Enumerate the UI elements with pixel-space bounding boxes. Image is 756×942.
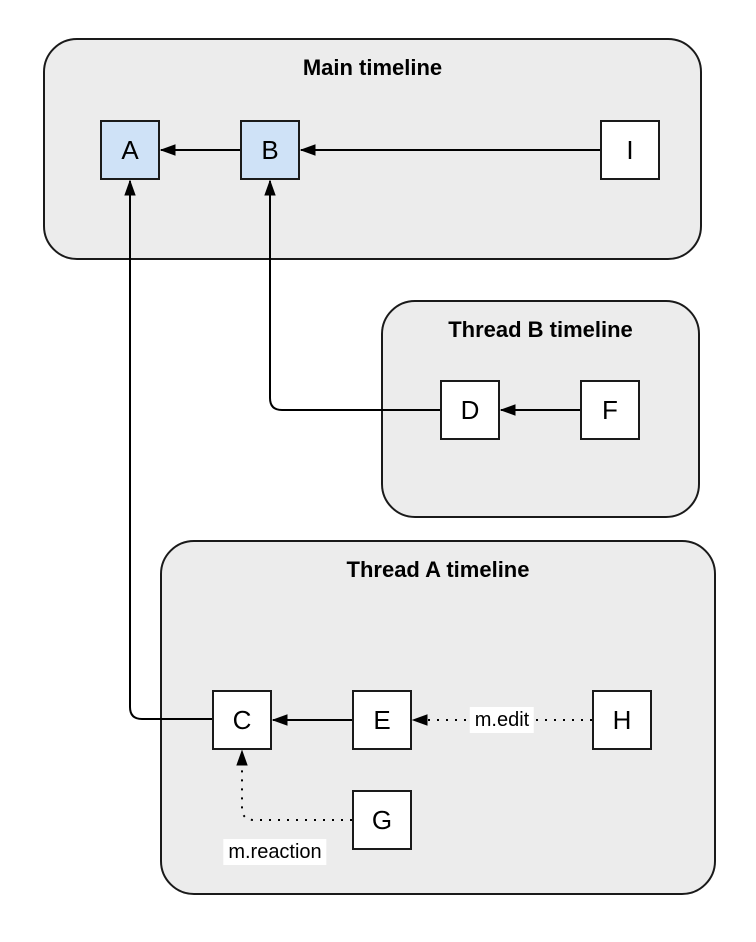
container-title-thread-a-timeline: Thread A timeline [346, 557, 530, 582]
node-D-label: D [460, 395, 480, 425]
node-H-label: H [612, 705, 632, 735]
node-F-label: F [602, 395, 618, 425]
edge-label-m-reaction: m.reaction [223, 839, 327, 865]
node-I-label: I [626, 135, 634, 165]
node-A-label: A [121, 135, 139, 165]
container-title-thread-b-timeline: Thread B timeline [448, 317, 633, 342]
node-F: F [580, 380, 640, 440]
node-E: E [352, 690, 412, 750]
node-C-label: C [232, 705, 252, 735]
node-C: C [212, 690, 272, 750]
container-thread-b-timeline: Thread B timeline [381, 300, 700, 518]
node-A: A [100, 120, 160, 180]
container-title-main-timeline: Main timeline [302, 55, 443, 80]
node-D: D [440, 380, 500, 440]
node-G: G [352, 790, 412, 850]
node-E-label: E [373, 705, 391, 735]
node-I: I [600, 120, 660, 180]
node-G-label: G [371, 805, 393, 835]
node-B: B [240, 120, 300, 180]
edge-label-m-edit: m.edit [469, 707, 535, 733]
node-B-label: B [261, 135, 279, 165]
node-H: H [592, 690, 652, 750]
